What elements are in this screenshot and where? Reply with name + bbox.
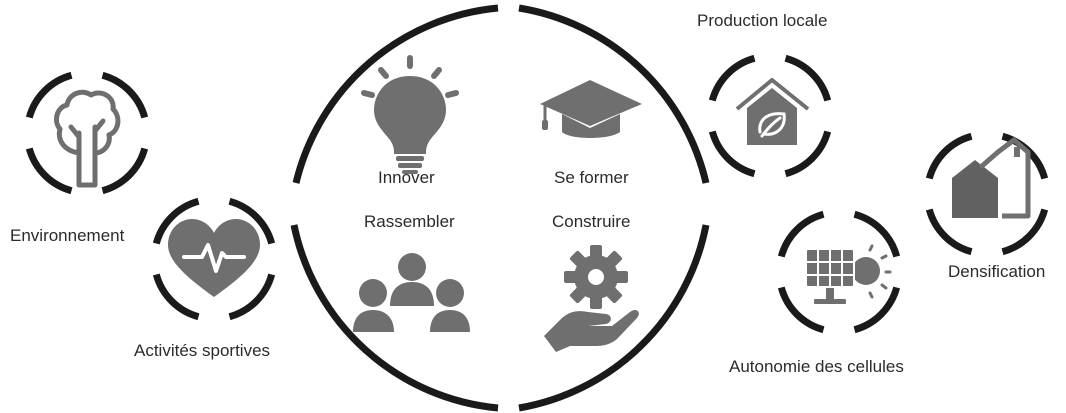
central-arc-top-right xyxy=(518,4,710,184)
label-local-production: Production locale xyxy=(697,11,828,30)
sports-ring xyxy=(152,197,276,321)
houses-icon xyxy=(952,137,1031,219)
label-innovate: Innover xyxy=(378,168,435,187)
central-circle xyxy=(290,4,710,412)
lightbulb-rays xyxy=(361,55,459,98)
autonomy-ring xyxy=(777,210,901,334)
central-arc-bottom-right xyxy=(518,224,710,412)
label-environment: Environnement xyxy=(10,226,125,245)
central-arc-bottom-left xyxy=(290,224,499,412)
people-group-icon xyxy=(353,253,470,332)
label-train: Se former xyxy=(554,168,629,187)
lightbulb-icon xyxy=(374,76,446,174)
label-build: Construire xyxy=(552,212,631,231)
central-arc-top-left xyxy=(292,4,499,184)
local-production-ring xyxy=(708,54,832,178)
label-gather: Rassembler xyxy=(364,212,455,231)
gear-hand-icon xyxy=(544,245,639,352)
label-sports: Activités sportives xyxy=(134,341,271,360)
label-autonomy: Autonomie des cellules xyxy=(729,357,904,376)
environment-ring xyxy=(25,71,149,195)
label-densification: Densification xyxy=(948,262,1046,281)
eco-house-icon xyxy=(735,78,810,145)
tree-icon xyxy=(54,89,121,188)
heart-pulse-icon xyxy=(168,219,260,297)
solar-panel-sun-icon xyxy=(805,244,892,304)
graduation-cap-icon xyxy=(540,80,642,138)
